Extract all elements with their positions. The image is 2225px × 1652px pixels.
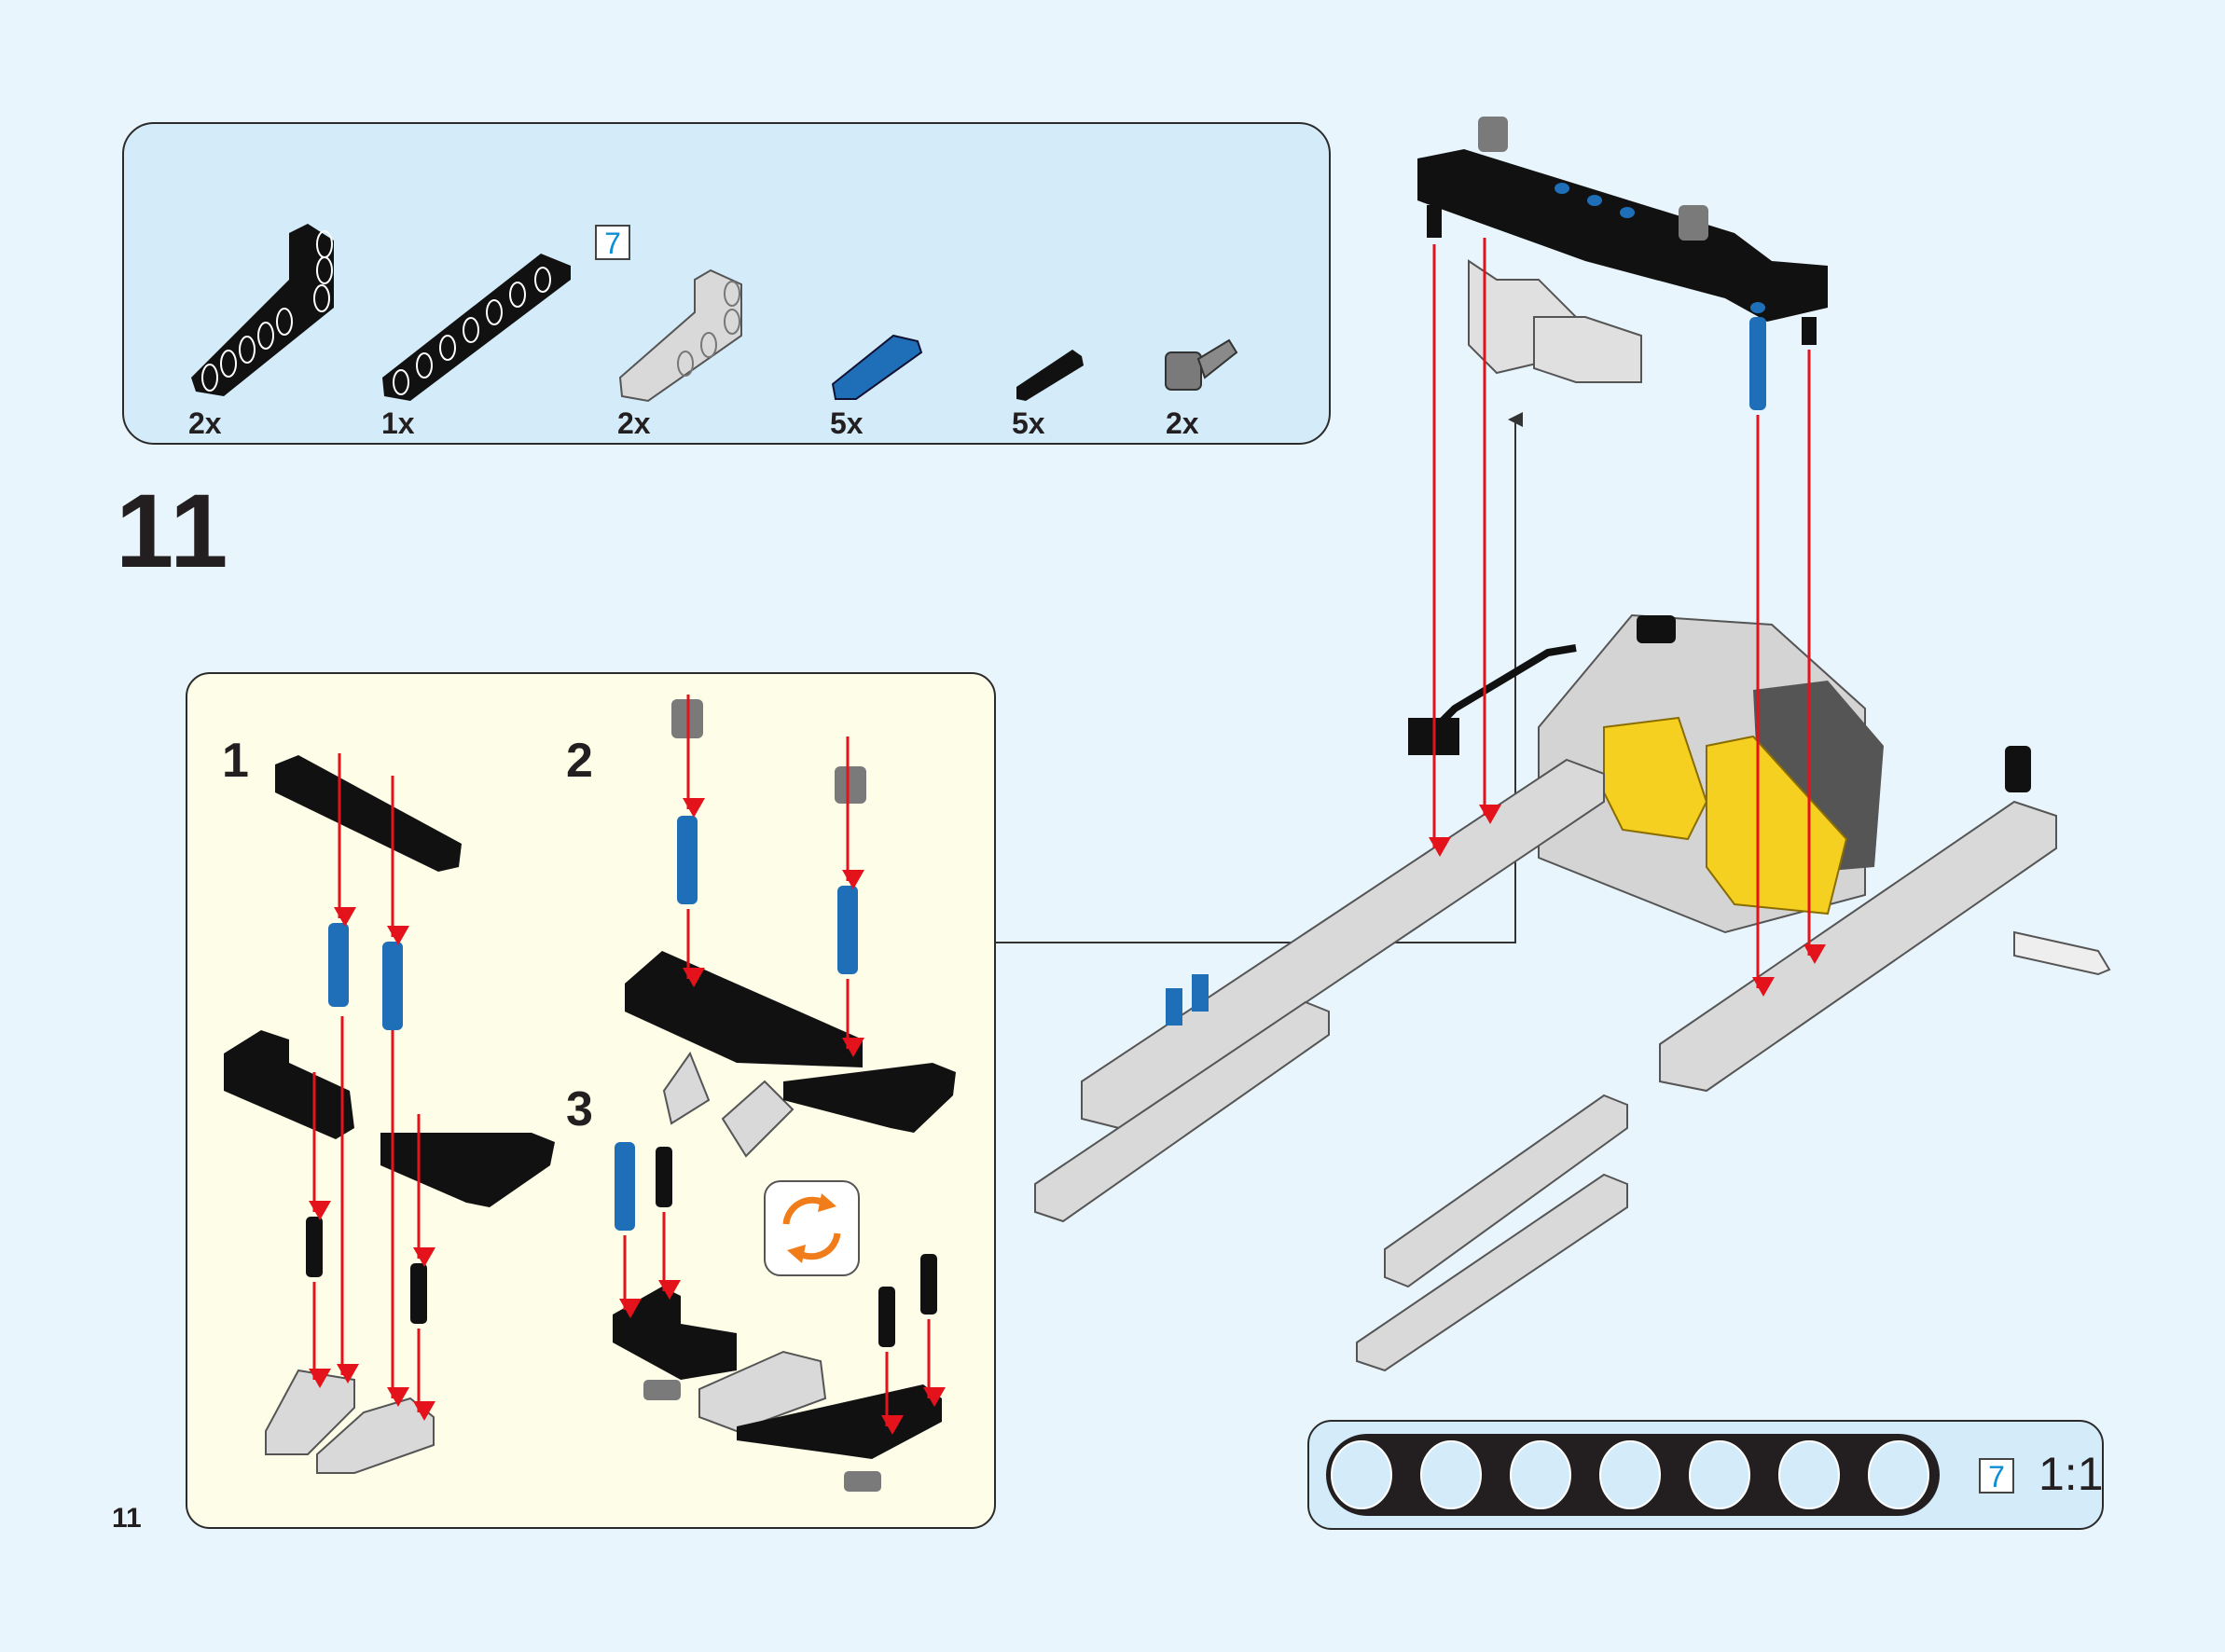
sub-step-label: 2: [566, 734, 593, 788]
scale-ratio: 1:1: [2038, 1448, 2104, 1500]
scale-length-badge: 7: [1979, 1458, 2014, 1494]
part-friction-pin-black: [1016, 350, 1084, 401]
beam-length-badge: 7: [595, 225, 630, 260]
part-quantity: 5x: [830, 406, 864, 440]
part-l-beam-black: [191, 224, 334, 396]
part-quantity: 2x: [617, 406, 651, 440]
part-quantity: 1x: [381, 406, 415, 440]
callout-line: [996, 412, 1523, 943]
part-l-beam-grey: [618, 268, 742, 403]
page-number: 11: [112, 1503, 142, 1534]
part-pin-with-hole-grey: [1165, 338, 1238, 391]
step-number: 11: [116, 473, 230, 589]
sub-step-3-illustration: [613, 1142, 946, 1492]
assembly-arrows: [1429, 238, 1826, 997]
left-long-beam: [1034, 758, 1605, 1223]
sub-step-1-illustration: [224, 753, 555, 1474]
part-quantity: 2x: [188, 406, 222, 440]
part-quantity: 2x: [1166, 406, 1199, 440]
part-quantity: 5x: [1012, 406, 1045, 440]
part-axle-pin-blue: [831, 334, 923, 400]
rotate-model-icon: [764, 1180, 860, 1276]
motor-assembly: [1408, 613, 2031, 934]
rotate-arrows-icon: [782, 1193, 841, 1263]
sub-step-label: 1: [222, 734, 249, 788]
top-beam-assembly: [1417, 117, 1828, 410]
part-beam-7-black: [382, 254, 571, 401]
right-long-beam: [1356, 800, 2111, 1372]
sub-step-label: 3: [566, 1082, 593, 1136]
sub-step-2-illustration: [625, 695, 956, 1158]
